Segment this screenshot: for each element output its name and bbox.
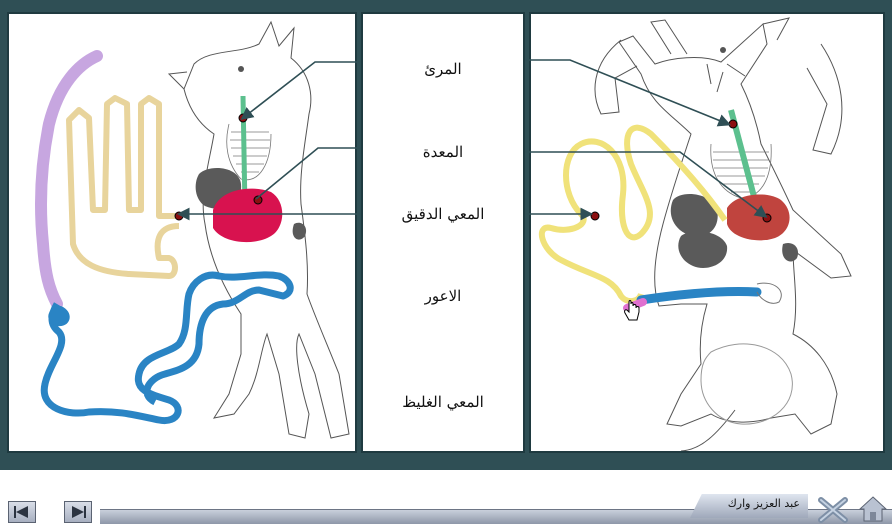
- esophagus-pointer-dot-right[interactable]: [729, 120, 737, 128]
- stomach-pointer-dot-right[interactable]: [763, 214, 771, 222]
- left-rat-illustration: [9, 14, 355, 451]
- small-intestine-organ: [69, 98, 179, 276]
- label-panel: [361, 12, 525, 453]
- small-intestine-pointer-dot[interactable]: [175, 212, 183, 220]
- esophagus-label[interactable]: المرئ: [361, 60, 525, 78]
- navigation-toolbar: عبد العزيز وارك: [0, 485, 892, 528]
- rat-eye-icon-right: [720, 47, 726, 53]
- caecum-label[interactable]: الاعور: [361, 287, 525, 305]
- next-button[interactable]: [64, 501, 92, 523]
- next-arrow-icon: [70, 506, 86, 518]
- close-x-icon[interactable]: [818, 497, 848, 523]
- home-icon[interactable]: [858, 495, 888, 523]
- stomach-organ-right: [727, 194, 790, 240]
- stomach-organ: [213, 189, 282, 243]
- author-name: عبد العزيز وارك: [700, 497, 800, 510]
- kidney-organ: [293, 223, 306, 240]
- small-intestine-pointer-dot-right[interactable]: [591, 212, 599, 220]
- large-intestine-label[interactable]: المعي الغليظ: [361, 393, 525, 411]
- small-intestine-label[interactable]: المعي الدقيق: [361, 205, 525, 223]
- prev-button[interactable]: [8, 501, 36, 523]
- stomach-label[interactable]: المعدة: [361, 143, 525, 161]
- prev-arrow-icon: [14, 506, 30, 518]
- stomach-pointer-dot[interactable]: [254, 196, 262, 204]
- right-rat-illustration: [531, 14, 883, 451]
- right-anatomy-panel: [529, 12, 885, 453]
- rat-eye-icon: [238, 66, 244, 72]
- left-anatomy-panel: [7, 12, 357, 453]
- esophagus-pointer-dot[interactable]: [239, 114, 247, 122]
